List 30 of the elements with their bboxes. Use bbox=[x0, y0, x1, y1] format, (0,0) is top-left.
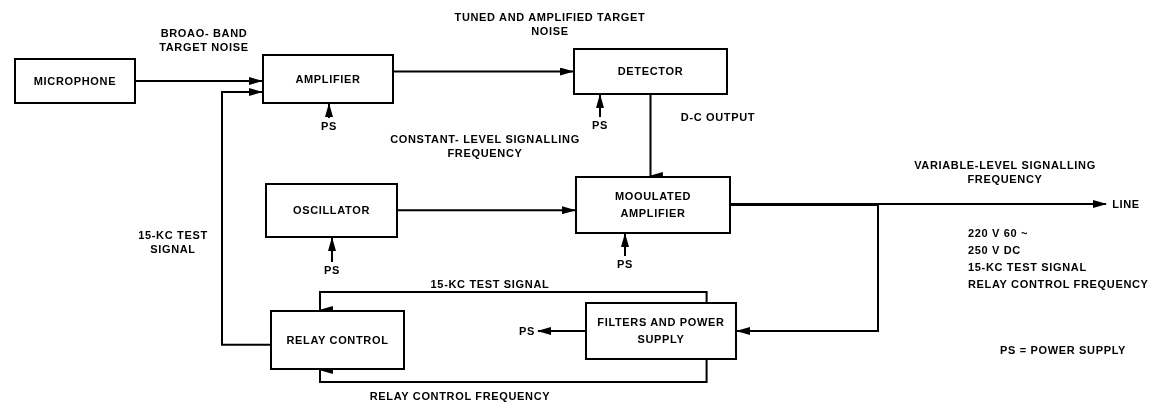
block-box: MOOULATED AMPLIFIER bbox=[575, 176, 731, 234]
arrow bbox=[730, 200, 1107, 208]
block-box: AMPLIFIER bbox=[262, 54, 394, 104]
node-label: PS bbox=[614, 256, 636, 272]
node-label: PS bbox=[516, 323, 538, 339]
arrow bbox=[397, 206, 576, 215]
node-label: PS bbox=[589, 117, 611, 133]
block-box: RELAY CONTROL bbox=[270, 310, 405, 370]
note-text: 250 V DC bbox=[968, 243, 1021, 257]
arrow bbox=[393, 67, 574, 76]
note-text: PS = POWER SUPPLY bbox=[1000, 343, 1127, 357]
arrow bbox=[596, 94, 604, 118]
block-box: FILTERS AND POWER SUPPLY bbox=[585, 302, 737, 360]
arrow bbox=[328, 237, 336, 263]
arrow bbox=[318, 359, 708, 383]
node-label: PS bbox=[321, 262, 343, 278]
note-text: 15-KC TEST SIGNAL bbox=[968, 260, 1087, 274]
arrow bbox=[135, 77, 263, 85]
arrow bbox=[221, 88, 271, 346]
block-box: MICROPHONE bbox=[14, 58, 136, 104]
arrow bbox=[730, 204, 879, 335]
arrow bbox=[621, 233, 629, 257]
node-label: PS bbox=[318, 118, 340, 134]
arrow bbox=[537, 327, 586, 335]
note-text: 220 V 60 ~ bbox=[968, 226, 1029, 240]
block-box: OSCILLATOR bbox=[265, 183, 398, 238]
note-text: RELAY CONTROL FREQUENCY bbox=[968, 277, 1149, 291]
arrow bbox=[325, 103, 333, 119]
node-label: LINE bbox=[1106, 196, 1146, 212]
block-box: DETECTOR bbox=[573, 48, 728, 95]
